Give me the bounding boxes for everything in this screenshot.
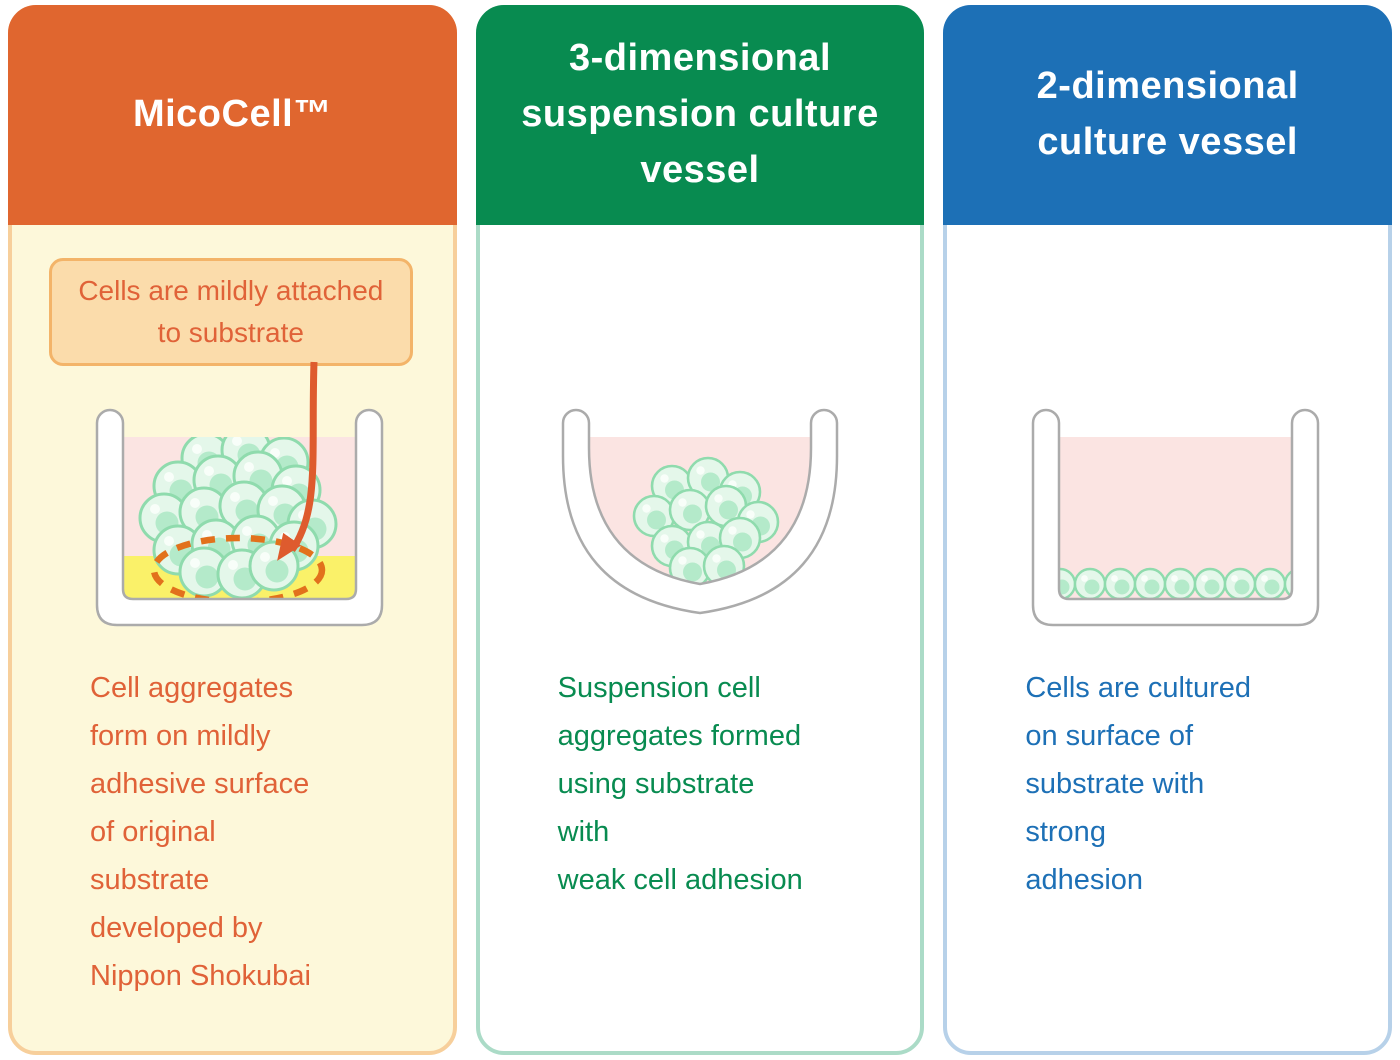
callout-box: Cells are mildly attached to substrate — [49, 258, 413, 366]
panel-micocell-body: Cells are mildly attached to substrate — [12, 225, 453, 1051]
panel-2d-description: Cells are cultured on surface of substra… — [1025, 672, 1251, 896]
panel-3d-title: 3-dimensional suspension culture vessel — [521, 37, 879, 191]
vessel-wall — [561, 408, 839, 615]
callout-arrow-icon — [277, 361, 318, 561]
panel-micocell: MicoCell™ Cells are mildly attached to s… — [8, 5, 457, 1055]
round-bottom-vessel-illustration — [561, 408, 839, 615]
culture-medium — [1058, 437, 1292, 599]
panel-3d-description: Suspension cell aggregates formed using … — [557, 672, 803, 896]
vessel-wall — [96, 408, 384, 627]
panel-2d-body: Cells are cultured on surface of substra… — [947, 225, 1388, 1051]
panel-micocell-title: MicoCell™ — [132, 93, 332, 136]
panel-3d-header: 3-dimensional suspension culture vessel — [475, 5, 925, 225]
dashed-ellipse — [151, 534, 326, 606]
panel-3d-body: Suspension cell aggregates formed using … — [480, 225, 921, 1051]
panel-2d-header: 2-dimensional culture vessel — [943, 5, 1393, 225]
flat-bottom-vessel-illustration — [1031, 408, 1319, 627]
panel-micocell-description: Cell aggregates form on mildly adhesive … — [90, 672, 311, 992]
panel-2d-title: 2-dimensional culture vessel — [1036, 65, 1299, 163]
panel-2d-culture: 2-dimensional culture vessel — [943, 5, 1393, 1055]
vessel-wall — [1031, 408, 1319, 627]
cell-monolayer — [1058, 567, 1292, 599]
micocell-vessel-illustration — [96, 361, 384, 627]
panel-micocell-header: MicoCell™ — [8, 5, 457, 225]
panel-3d-suspension: 3-dimensional suspension culture vessel — [475, 5, 925, 1055]
